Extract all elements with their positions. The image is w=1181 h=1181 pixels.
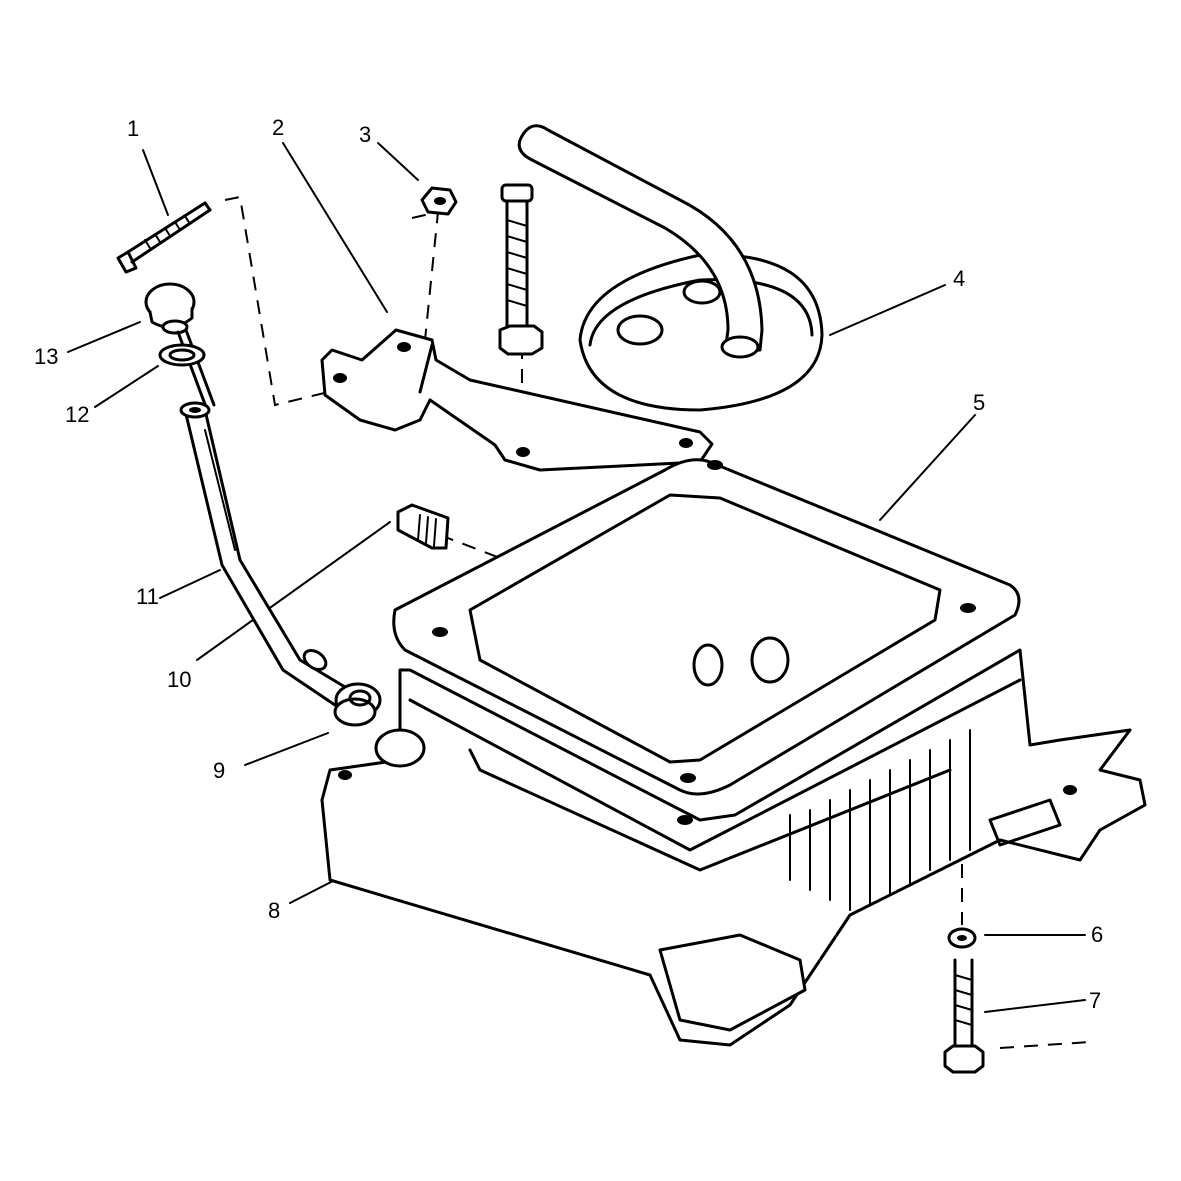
callout-label-4: 4 [953, 266, 966, 291]
screw-part-1 [116, 201, 212, 274]
callout-label-5: 5 [973, 390, 986, 415]
bolt-with-spacer [498, 183, 544, 356]
callout-label-11: 11 [136, 584, 159, 609]
o-ring-part-12 [158, 343, 206, 367]
leader-lines [67, 142, 1086, 1013]
plug-part-10 [396, 503, 450, 550]
dipstick-knob-part-13 [144, 282, 216, 409]
dipstick-tube-part-11 [179, 401, 352, 707]
callout-label-2: 2 [272, 115, 285, 140]
callout-label-9: 9 [213, 758, 226, 783]
callout-label-3: 3 [359, 122, 372, 147]
callout-label-8: 8 [268, 898, 281, 923]
base-housing-part-8 [320, 636, 1147, 1047]
callout-label-6: 6 [1091, 922, 1104, 947]
lock-washer-part-6 [947, 927, 977, 949]
callout-label-10: 10 [167, 667, 192, 692]
nut-part-3 [420, 186, 458, 216]
gasket-part-5 [392, 458, 1021, 796]
callout-label-12: 12 [65, 402, 90, 427]
callout-label-7: 7 [1089, 988, 1102, 1013]
grommet-part-9 [333, 682, 382, 727]
callout-label-1: 1 [127, 116, 140, 141]
breather-cover-part-4 [517, 124, 824, 412]
bolt-part-7 [943, 958, 985, 1074]
callout-label-13: 13 [34, 344, 59, 369]
